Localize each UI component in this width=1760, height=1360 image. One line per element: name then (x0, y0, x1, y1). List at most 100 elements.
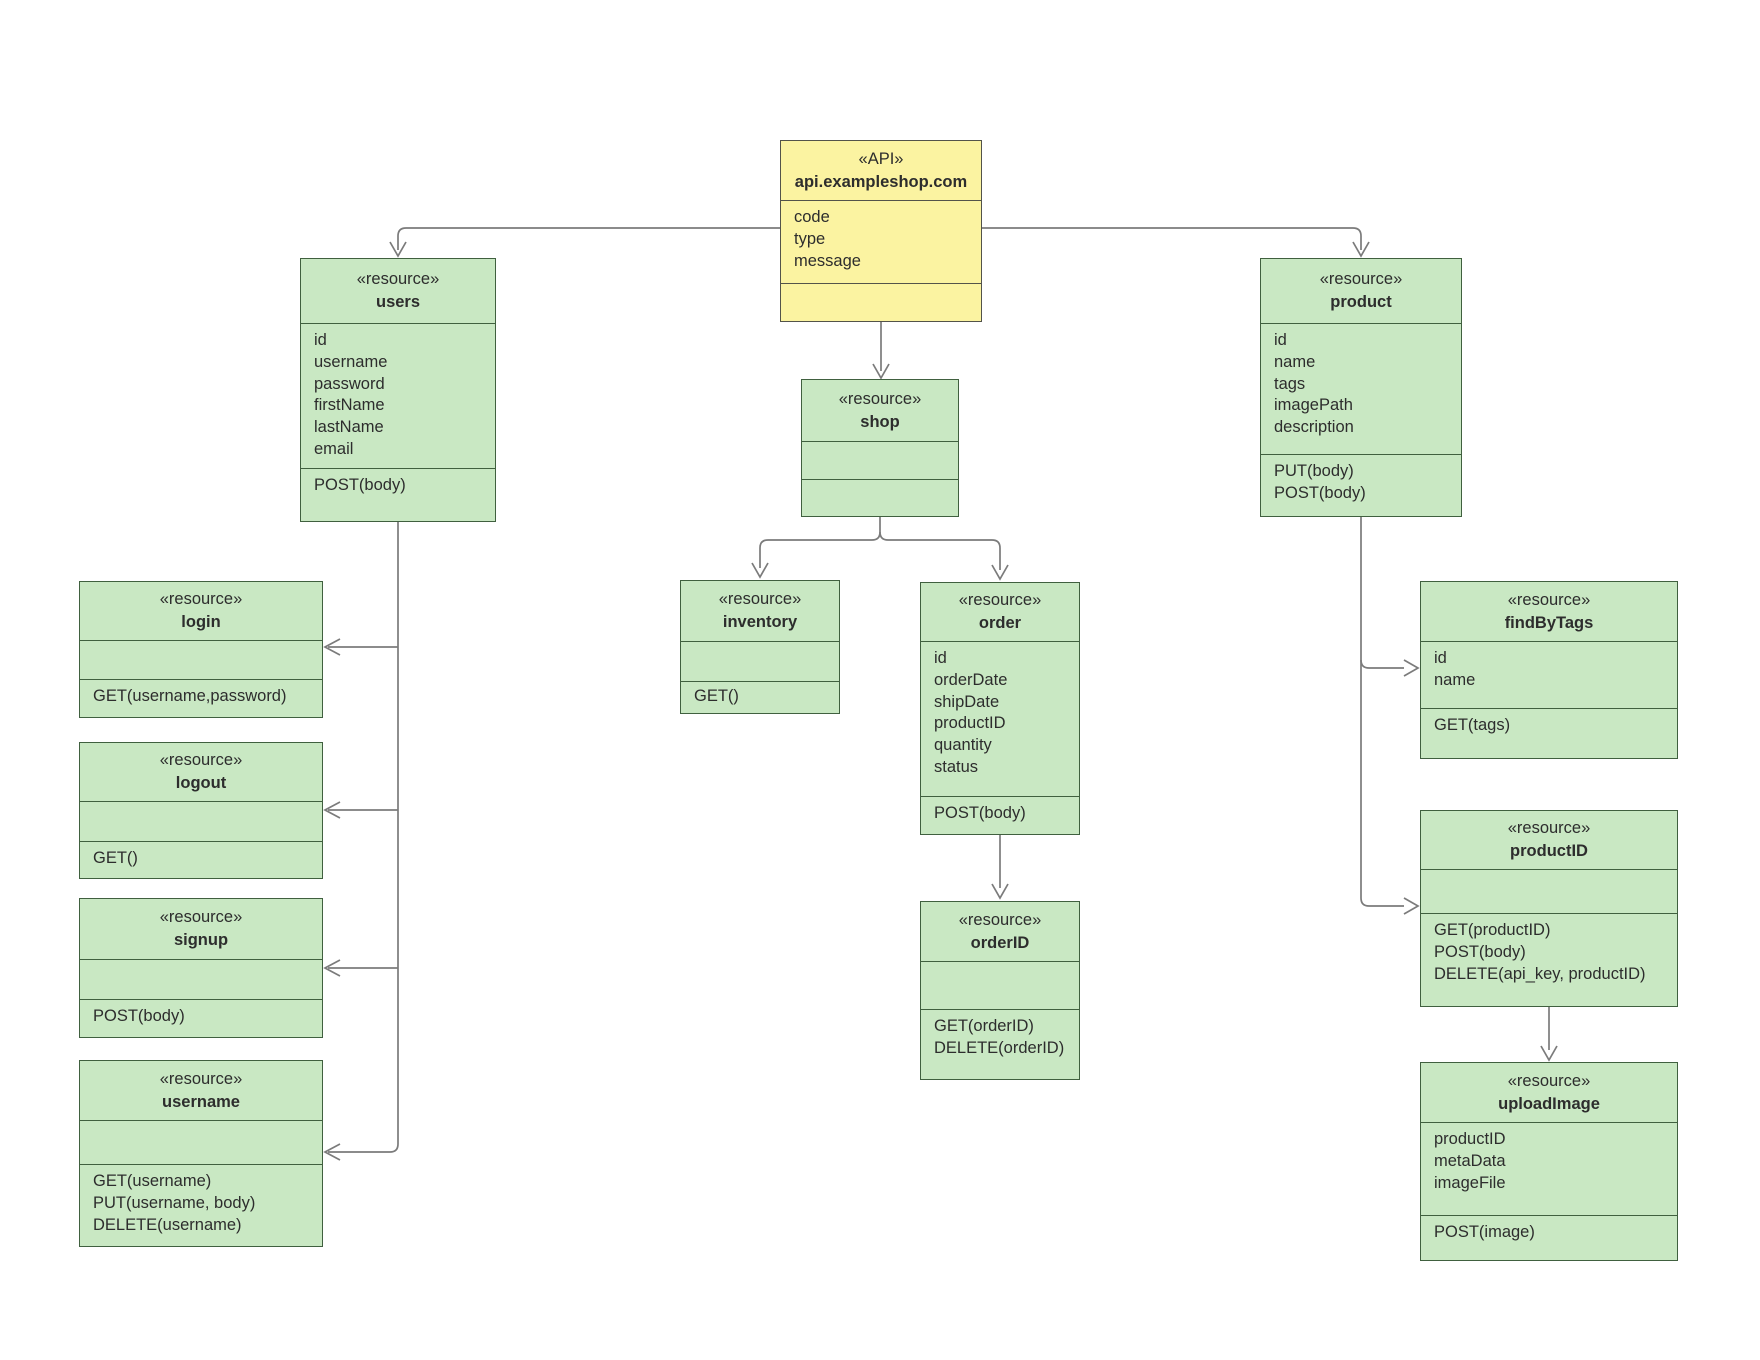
box-header: «resource» findByTags (1421, 582, 1677, 641)
box-name: api.exampleshop.com (794, 172, 968, 191)
resource-box-findbytags[interactable]: «resource» findByTags id name GET(tags) (1420, 581, 1678, 759)
stereotype-label: «resource» (718, 590, 802, 608)
method: DELETE(orderID) (934, 1038, 1065, 1057)
method: POST(image) (1434, 1223, 1535, 1241)
arrowhead-api-product (1352, 241, 1370, 258)
attributes-compartment (802, 441, 958, 479)
method: GET(username,password) (93, 687, 287, 705)
attribute: type (794, 229, 826, 248)
stereotype-label: «resource» (159, 1069, 243, 1088)
box-name: username (162, 1092, 240, 1111)
attribute: description (1274, 418, 1354, 437)
attribute: metaData (1434, 1151, 1506, 1170)
attribute: id (1274, 331, 1287, 349)
attribute: imagePath (1274, 396, 1353, 415)
stereotype-label: «resource» (1507, 590, 1591, 609)
box-header: «resource» username (80, 1061, 322, 1120)
method: POST(body) (1434, 942, 1526, 961)
attribute: firstName (314, 396, 385, 415)
attribute: username (314, 352, 388, 371)
box-name: order (978, 614, 1022, 632)
box-name: login (181, 613, 221, 631)
method: PUT(body) (1274, 462, 1354, 480)
box-name: logout (175, 774, 227, 792)
attribute: id (314, 331, 327, 349)
attribute: password (314, 374, 385, 393)
box-header: «resource» order (921, 583, 1079, 641)
methods-compartment: GET(username) PUT(username, body) DELETE… (80, 1164, 322, 1246)
stereotype-label: «resource» (159, 908, 243, 926)
stereotype-label: «resource» (1507, 1071, 1591, 1090)
box-name: inventory (722, 613, 798, 631)
arrowhead-product-productid (1403, 897, 1420, 915)
attributes-compartment: code type message (781, 200, 981, 283)
box-header: «resource» inventory (681, 581, 839, 641)
method: GET() (694, 687, 739, 705)
resource-box-logout[interactable]: «resource» logout GET() (79, 742, 323, 879)
attribute: code (794, 208, 830, 226)
methods-compartment: POST(image) (1421, 1215, 1677, 1260)
methods-compartment: GET(username,password) (80, 679, 322, 717)
box-header: «resource» shop (802, 380, 958, 441)
attribute: tags (1274, 374, 1306, 393)
box-header: «resource» product (1261, 259, 1461, 323)
box-name: orderID (970, 933, 1030, 952)
box-name: product (1330, 293, 1392, 311)
methods-compartment: GET(productID) POST(body) DELETE(api_key… (1421, 913, 1677, 1006)
box-name: users (375, 293, 421, 311)
attribute: email (314, 439, 354, 458)
api-box[interactable]: «API» api.exampleshop.com code type mess… (780, 140, 982, 322)
attributes-compartment (80, 640, 322, 679)
arrowhead-productid-uploadimage (1540, 1045, 1558, 1062)
resource-box-users[interactable]: «resource» users id username password fi… (300, 258, 496, 522)
methods-compartment (781, 283, 981, 321)
resource-box-login[interactable]: «resource» login GET(username,password) (79, 581, 323, 718)
attribute: id (934, 649, 947, 667)
method: PUT(username, body) (93, 1193, 256, 1212)
resource-box-productid[interactable]: «resource» productID GET(productID) POST… (1420, 810, 1678, 1007)
attribute: productID (1434, 1130, 1506, 1148)
attribute: lastName (314, 418, 384, 437)
resource-box-inventory[interactable]: «resource» inventory GET() (680, 580, 840, 714)
method: POST(body) (1274, 483, 1366, 502)
attribute: orderDate (934, 670, 1008, 689)
attributes-compartment (1421, 869, 1677, 913)
stereotype-label: «resource» (159, 590, 243, 608)
resource-box-shop[interactable]: «resource» shop (801, 379, 959, 517)
arrowhead-users-logout (323, 801, 341, 819)
resource-box-username[interactable]: «resource» username GET(username) PUT(us… (79, 1060, 323, 1247)
method: POST(body) (93, 1007, 185, 1025)
attributes-compartment (921, 961, 1079, 1009)
attributes-compartment (80, 801, 322, 841)
arrowhead-product-findbytags (1403, 659, 1420, 677)
attribute: quantity (934, 736, 992, 755)
arrowhead-api-shop (872, 363, 890, 380)
resource-box-product[interactable]: «resource» product id name tags imagePat… (1260, 258, 1462, 517)
attributes-compartment (80, 959, 322, 999)
attribute: productID (934, 714, 1006, 733)
box-name: productID (1510, 842, 1588, 860)
arrowhead-order-orderid (991, 883, 1009, 900)
attribute: message (794, 251, 861, 270)
resource-box-order[interactable]: «resource» order id orderDate shipDate p… (920, 582, 1080, 835)
attribute: imageFile (1434, 1173, 1506, 1192)
box-header: «resource» signup (80, 899, 322, 959)
resource-box-orderid[interactable]: «resource» orderID GET(orderID) DELETE(o… (920, 901, 1080, 1080)
method: POST(body) (934, 804, 1026, 822)
box-name: signup (173, 931, 229, 949)
stereotype-label: «resource» (958, 910, 1042, 929)
stereotype-label: «API» (858, 149, 904, 168)
stereotype-label: «resource» (159, 751, 243, 769)
methods-compartment: POST(body) (301, 468, 495, 521)
attribute: status (934, 757, 979, 776)
methods-compartment: GET() (681, 681, 839, 713)
connector-product-productid (1360, 515, 1404, 907)
box-header: «resource» logout (80, 743, 322, 801)
connector-shop-inventory (759, 515, 881, 568)
resource-box-uploadimage[interactable]: «resource» uploadImage productID metaDat… (1420, 1062, 1678, 1261)
resource-box-signup[interactable]: «resource» signup POST(body) (79, 898, 323, 1038)
box-header: «resource» login (80, 582, 322, 640)
arrowhead-users-username (323, 1143, 341, 1161)
attributes-compartment: id name (1421, 641, 1677, 708)
